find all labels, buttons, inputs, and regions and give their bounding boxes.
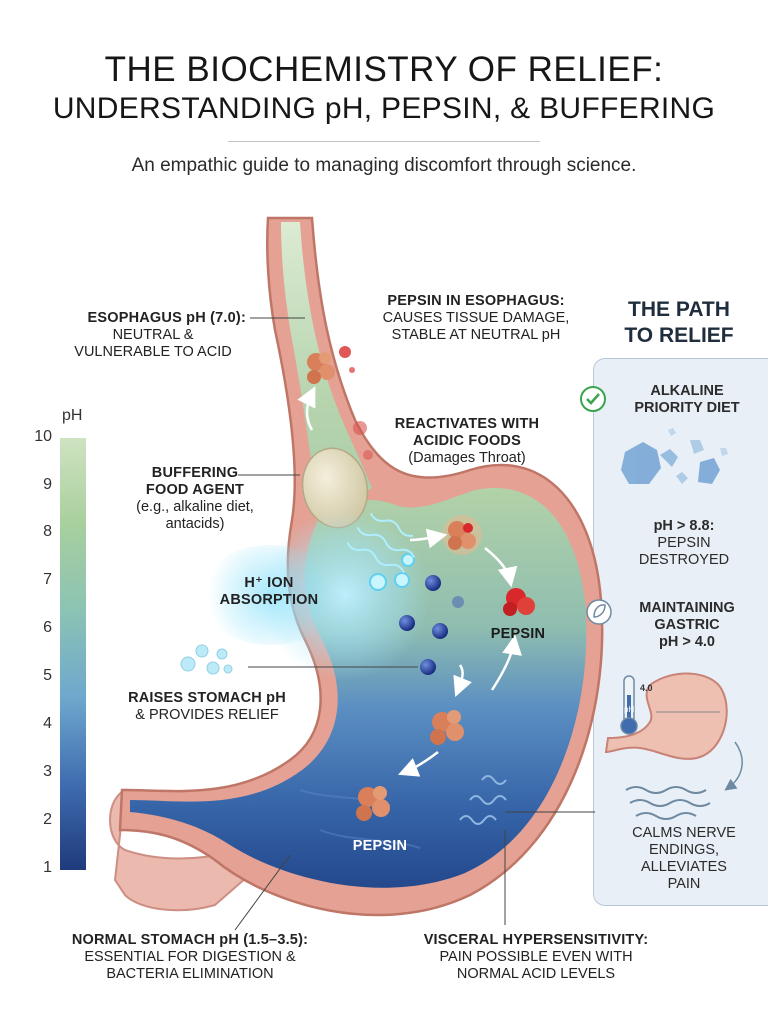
step1-result-line: pH > 8.8: [653,518,715,534]
ion-title: ABSORPTION [219,592,319,608]
step3-line: ENDINGS, [648,842,720,858]
normal-stomach-label: NORMAL STOMACH pH (1.5–3.5): ESSENTIAL F… [50,932,330,983]
relief-title-line: THE PATH [628,298,730,321]
ph-scale-label: pH [62,407,83,424]
ion-title: H⁺ ION [244,575,294,591]
step2-title-line: MAINTAINING [639,600,735,616]
ph-tick: 9 [43,476,52,493]
step1-title-line: ALKALINE [650,383,724,399]
normal-stomach-desc: ESSENTIAL FOR DIGESTION & [84,949,296,965]
relief-panel-title: THE PATH TO RELIEF [590,297,768,349]
relief-step1-result: pH > 8.8: PEPSIN DESTROYED [600,518,768,569]
step3-line: ALLEVIATES [641,859,727,875]
ph-tick: 6 [43,619,52,636]
raises-ph-label: RAISES STOMACH pH & PROVIDES RELIEF [112,690,302,724]
reactivates-title: REACTIVATES WITH [394,416,540,432]
pepsin-text: PEPSIN [490,626,546,642]
page-title-line2: UNDERSTANDING pH, PEPSIN, & BUFFERING [52,92,716,125]
reactivates-label: REACTIVATES WITH ACIDIC FOODS (Damages T… [392,416,542,467]
raises-desc: & PROVIDES RELIEF [135,707,279,723]
title-divider [228,141,540,142]
ph-tick: 8 [43,523,52,540]
step1-result-line: DESTROYED [638,552,730,568]
pepsin-esophagus-desc: STABLE AT NEUTRAL pH [391,327,561,343]
pepsin-molecule-red [503,588,535,616]
reactivates-title: ACIDIC FOODS [413,433,521,449]
pepsin-esophagus-title: PEPSIN IN ESOPHAGUS: [387,293,565,309]
buffering-label: BUFFERING FOOD AGENT (e.g., alkaline die… [120,465,270,533]
thermometer-label: pH [624,705,635,714]
step2-title-line: pH > 4.0 [658,634,715,650]
relief-step1-title: ALKALINE PRIORITY DIET [612,383,762,417]
buffering-title: FOOD AGENT [145,482,245,498]
raises-title: RAISES STOMACH pH [128,690,286,706]
page-title: THE BIOCHEMISTRY OF RELIEF: [104,50,664,89]
alkaline-crystals [621,428,728,484]
buffering-desc: (e.g., alkaline diet, [136,499,254,515]
ph-scale-bar [60,438,86,870]
pepsin-molecule-center [430,710,464,745]
esophagus-title: ESOPHAGUS pH (7.0): [87,310,246,326]
pepsin-molecule-reactivated [442,515,482,555]
ph-tick: 5 [43,667,52,684]
step3-line: CALMS NERVE [632,825,736,841]
ph-tick: 1 [43,859,52,876]
normal-stomach-title: NORMAL STOMACH pH (1.5–3.5): [71,932,309,948]
visceral-desc: PAIN POSSIBLE EVEN WITH [439,949,633,965]
step3-line: PAIN [667,876,701,892]
visceral-hypersensitivity-label: VISCERAL HYPERSENSITIVITY: PAIN POSSIBLE… [405,932,667,983]
visceral-desc: NORMAL ACID LEVELS [456,966,616,982]
pepsin-label-upper: PEPSIN [478,626,558,643]
esophagus-label: ESOPHAGUS pH (7.0): NEUTRAL & VULNERABLE… [60,310,246,361]
ph-tick: 7 [43,571,52,588]
relief-title-line: TO RELIEF [624,324,734,347]
relief-step3: CALMS NERVE ENDINGS, ALLEVIATES PAIN [600,825,768,893]
step1-title-line: PRIORITY DIET [634,400,740,416]
pepsin-esophagus-label: PEPSIN IN ESOPHAGUS: CAUSES TISSUE DAMAG… [378,293,574,344]
normal-stomach-desc: BACTERIA ELIMINATION [106,966,274,982]
buffering-desc: antacids) [165,516,225,532]
pepsin-label-lower: PEPSIN [340,838,420,855]
thermometer-value: 4.0 [640,683,653,693]
step2-title-line: GASTRIC [654,617,720,633]
page-subtitle: An empathic guide to managing discomfort… [131,155,637,176]
ph-tick: 4 [43,715,52,732]
buffering-title: BUFFERING [151,465,239,481]
step1-result-line: PEPSIN [657,535,711,551]
pepsin-text: PEPSIN [352,838,408,854]
pepsin-molecule-esophagus [307,352,335,384]
ion-glow [200,545,340,645]
reactivates-desc: (Damages Throat) [408,450,526,466]
esophagus-desc: VULNERABLE TO ACID [74,344,232,360]
pepsin-esophagus-desc: CAUSES TISSUE DAMAGE, [382,310,570,326]
ph-tick: 2 [43,811,52,828]
esophagus-desc: NEUTRAL & [112,327,194,343]
relief-step2-title: MAINTAINING GASTRIC pH > 4.0 [612,600,762,651]
pepsin-molecule-lower [356,786,390,821]
visceral-title: VISCERAL HYPERSENSITIVITY: [423,932,649,948]
ion-absorption-label: H⁺ ION ABSORPTION [205,575,333,609]
ph-tick: 10 [34,428,52,445]
ph-tick: 3 [43,763,52,780]
